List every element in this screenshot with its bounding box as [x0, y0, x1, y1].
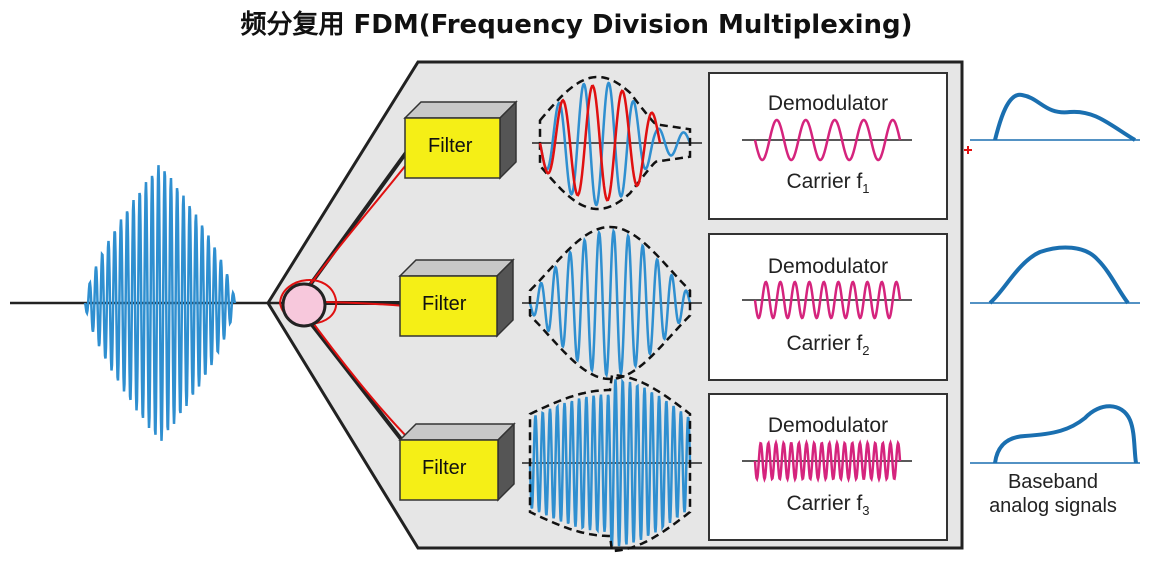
filter-label-3: Filter — [422, 457, 467, 479]
baseband-signal-3 — [993, 404, 1138, 464]
baseband-signal-1 — [993, 92, 1137, 142]
filter-label-2: Filter — [422, 293, 467, 315]
baseband-caption: Baseband analog signals — [968, 470, 1138, 518]
demodulator-label-1: Demodulator — [767, 92, 889, 115]
demodulator-label-3: Demodulator — [767, 414, 889, 437]
carrier-text-3: Carrier f — [786, 492, 863, 515]
filtered-signal-envelope-2 — [528, 225, 692, 381]
filter-box-3 — [398, 422, 516, 502]
carrier-text-1: Carrier f — [786, 170, 863, 193]
carrier-subscript-1: 1 — [862, 181, 870, 197]
carrier-wave-2 — [753, 280, 902, 320]
filter-label-1: Filter — [428, 135, 473, 157]
filter-box-2 — [398, 258, 515, 338]
filtered-signals — [522, 75, 702, 553]
filtered-signal-envelope-1 — [538, 75, 692, 211]
carrier-label-2: Carrier f2 — [713, 332, 943, 358]
baseband-caption-line-2: analog signals — [989, 495, 1117, 517]
red-annotation-trace — [538, 84, 662, 202]
demodulator-box-1 — [708, 72, 948, 220]
baseband-signal-2 — [988, 245, 1130, 305]
carrier-text-2: Carrier f — [786, 332, 863, 355]
filtered-signal-2 — [528, 227, 692, 379]
carrier-wave-1 — [753, 118, 902, 162]
carrier-waves — [742, 118, 912, 483]
filter-box-1 — [403, 100, 518, 180]
combiner-node — [281, 282, 327, 328]
baseband-signals — [970, 92, 1140, 464]
carrier-label-1: Carrier f1 — [713, 170, 943, 196]
carrier-label-3: Carrier f3 — [713, 492, 943, 518]
demodulator-label-2: Demodulator — [767, 255, 889, 278]
filtered-signal-3 — [528, 378, 692, 547]
carrier-subscript-3: 3 — [862, 503, 870, 519]
input-composite-signal — [83, 165, 237, 441]
carrier-subscript-2: 2 — [862, 343, 870, 359]
baseband-caption-line-1: Baseband — [1007, 471, 1099, 493]
filtered-signal-envelope-3 — [528, 373, 692, 553]
carrier-wave-3 — [753, 439, 902, 483]
branch-line-3 — [300, 310, 410, 450]
page-title: 频分复用 FDM(Frequency Division Multiplexing… — [240, 10, 913, 40]
